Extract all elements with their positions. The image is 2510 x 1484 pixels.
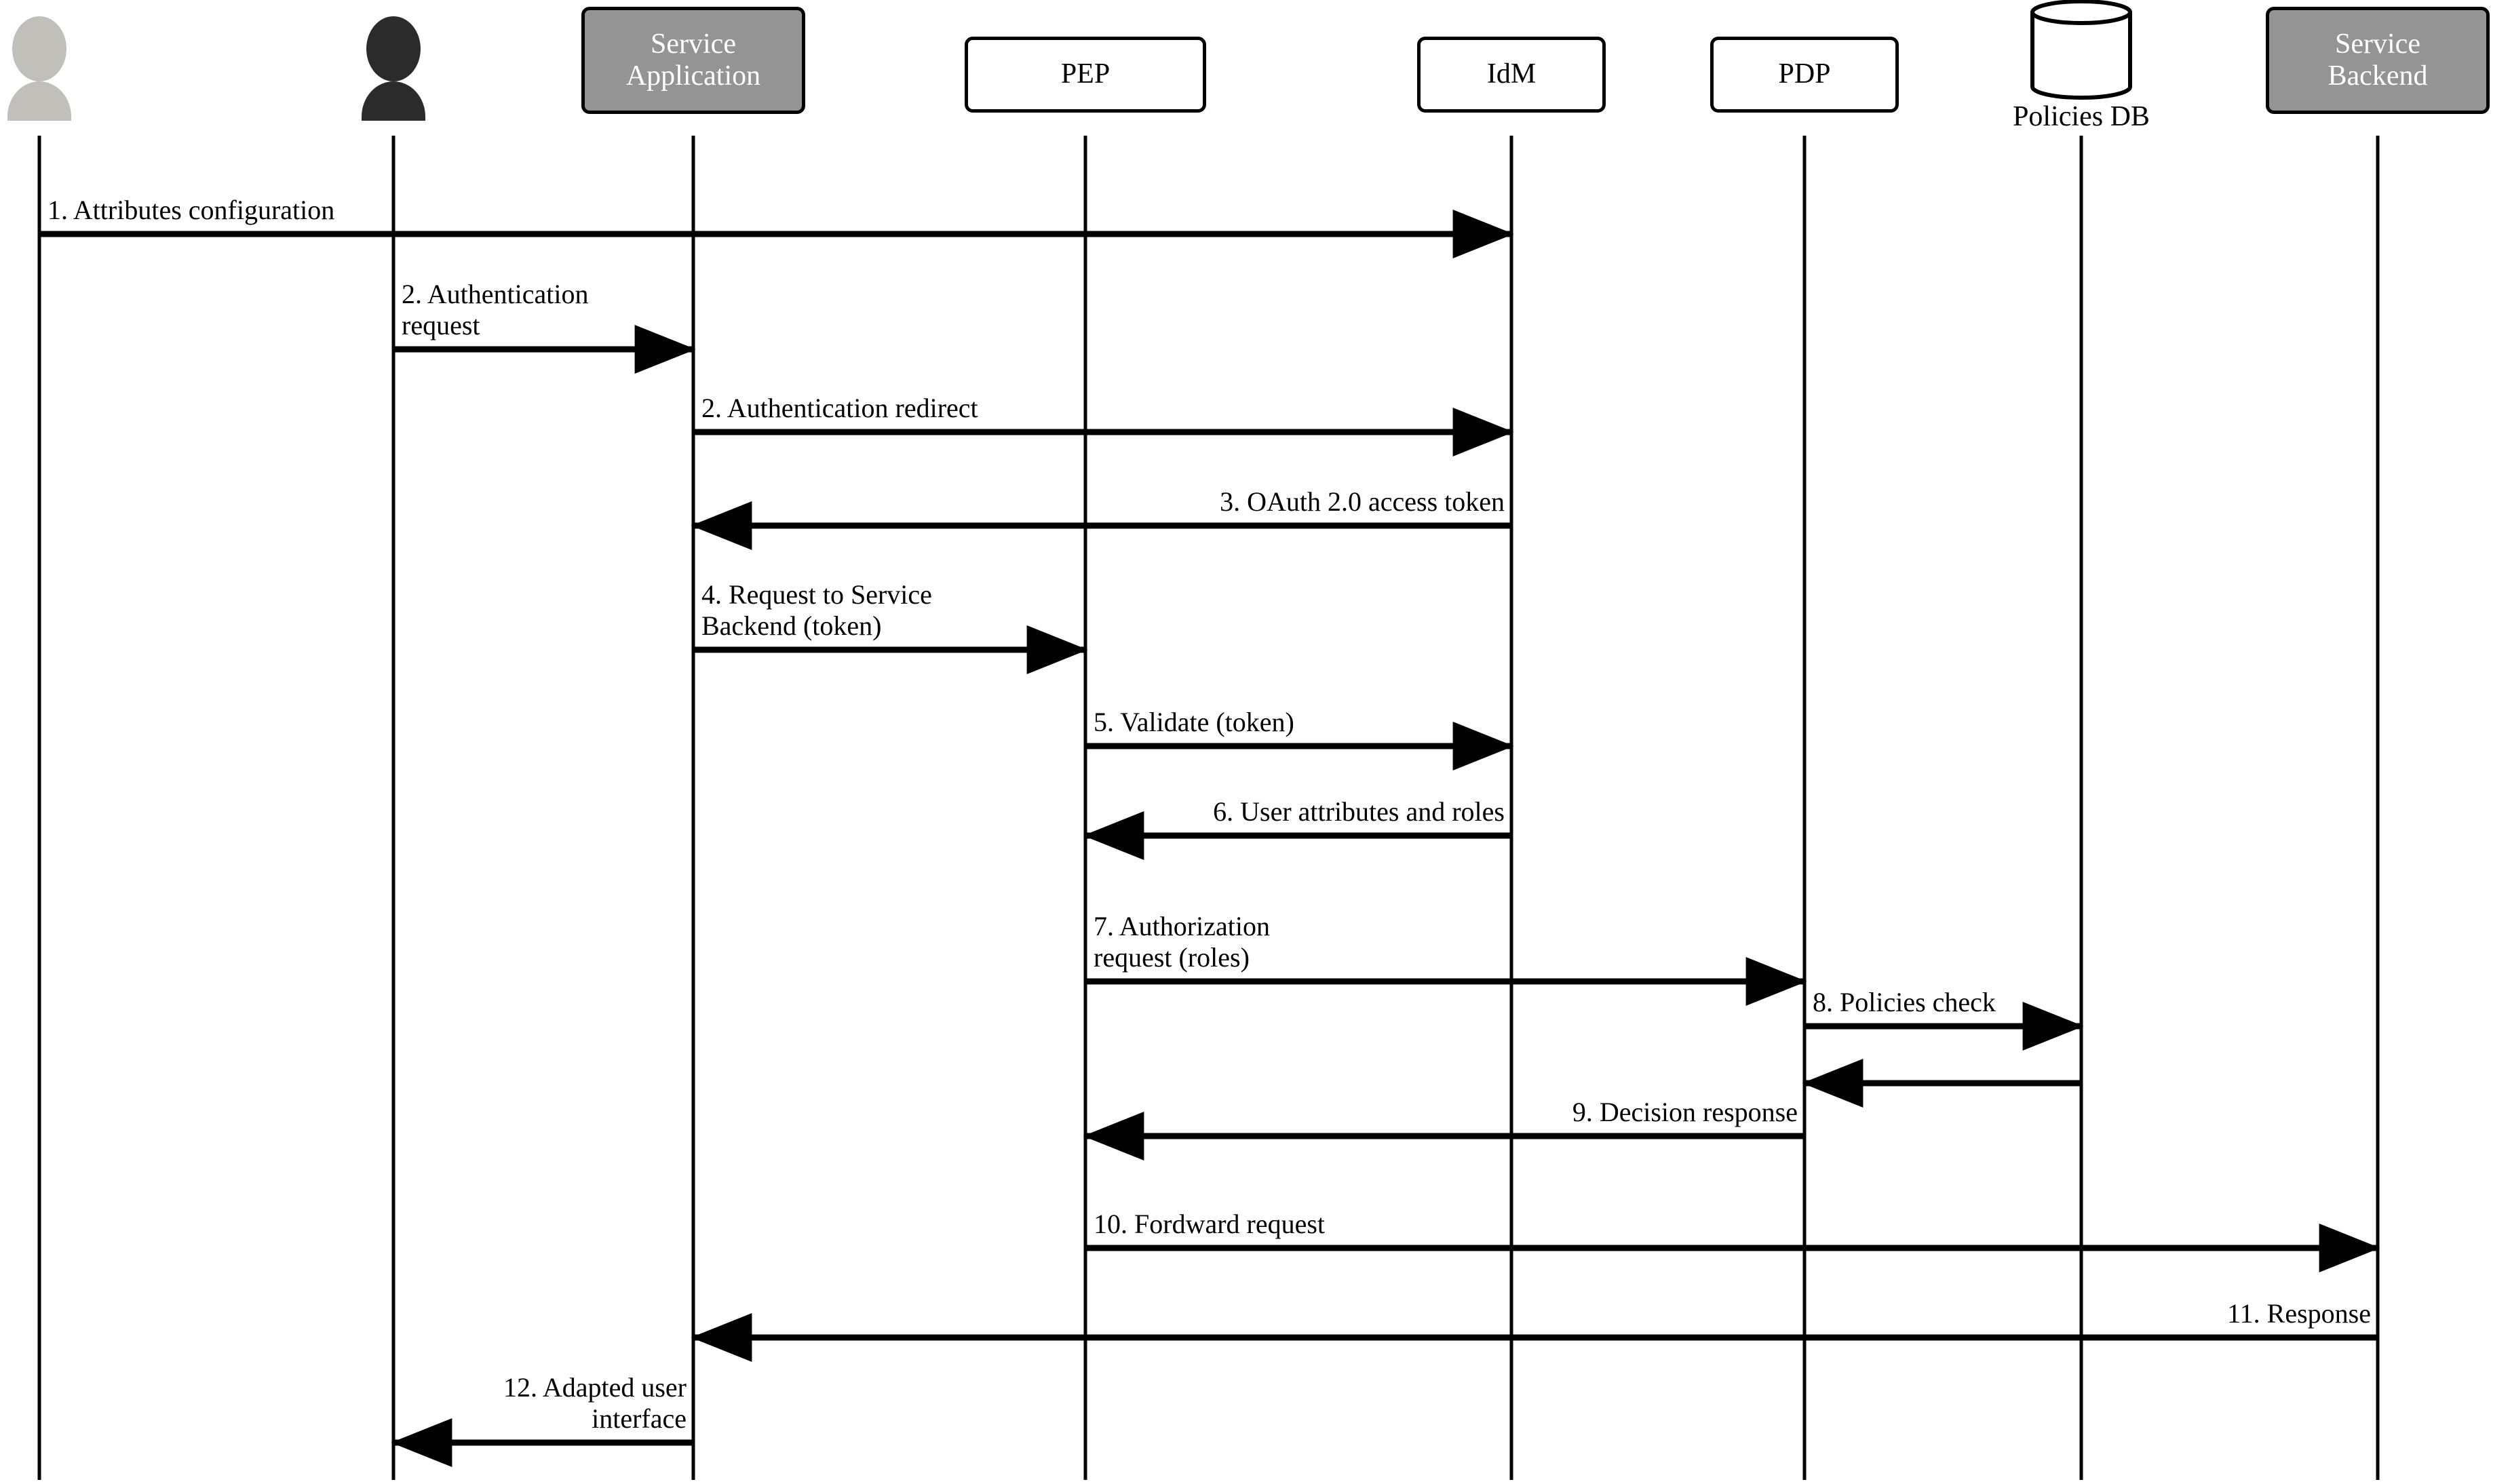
participant-label-pdp: PDP	[1778, 58, 1831, 90]
message-label-6: 6. User attributes and roles	[1213, 796, 1505, 827]
message-label-10: 10. Fordward request	[1094, 1209, 1326, 1239]
message-label-12: 12. Adapted user interface	[503, 1372, 687, 1434]
end-user-icon[interactable]	[362, 16, 425, 121]
participant-label-backend: Service Backend	[2328, 28, 2428, 92]
message-label-5: 5. Validate (token)	[1094, 707, 1294, 737]
messages-group	[39, 210, 2380, 1467]
participant-box-pdp[interactable]: PDP	[1710, 37, 1899, 113]
participant-box-backend[interactable]: Service Backend	[2266, 7, 2490, 114]
participant-box-service_app[interactable]: Service Application	[581, 7, 805, 114]
message-label-9: 9. Decision response	[1572, 1097, 1798, 1127]
participant-label-policies_db: Policies DB	[2013, 101, 2150, 132]
participant-box-idm[interactable]: IdM	[1417, 37, 1606, 113]
message-label-7: 7. Authorization request (roles)	[1094, 911, 1270, 973]
participant-icons-group	[7, 0, 2132, 121]
participant-label-pep: PEP	[1060, 58, 1111, 90]
message-label-4: 4. Request to Service Backend (token)	[701, 579, 932, 642]
message-label-8a: 8. Policies check	[1813, 987, 1996, 1017]
message-label-1: 1. Attributes configuration	[47, 195, 335, 225]
participant-label-service_app: Service Application	[625, 28, 761, 92]
message-label-2b: 2. Authentication redirect	[701, 393, 978, 423]
message-label-11: 11. Response	[2227, 1298, 2371, 1329]
admin-user-icon[interactable]	[7, 16, 71, 121]
database-icon-policies_db[interactable]	[2030, 0, 2132, 100]
participant-box-pep[interactable]: PEP	[965, 37, 1206, 113]
message-label-3: 3. OAuth 2.0 access token	[1220, 486, 1505, 517]
message-label-2a: 2. Authentication request	[402, 279, 589, 341]
participant-label-idm: IdM	[1486, 58, 1537, 90]
